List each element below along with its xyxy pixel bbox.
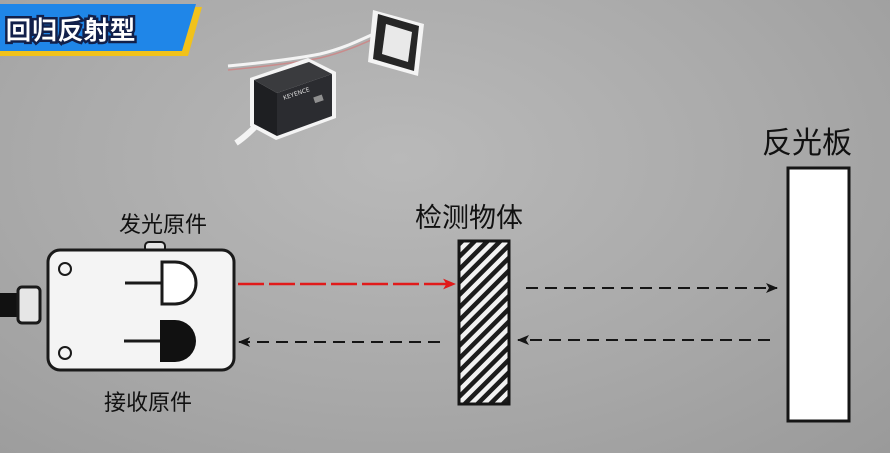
photo-sensor-top — [254, 62, 332, 93]
detected-object — [457, 239, 511, 406]
receiver-element — [160, 320, 196, 362]
emitter-element — [160, 260, 198, 306]
title-banner-blue-fill — [0, 4, 196, 51]
sensor-screw-bottom — [58, 346, 72, 360]
diagram-title: 回归反射型 — [3, 14, 137, 48]
reflector-label: 反光板 — [762, 126, 852, 161]
sensor-cable-gland — [16, 285, 42, 325]
photo-cable — [227, 30, 379, 68]
product-photo: KEYENCE — [227, 10, 424, 146]
photo-beam-line — [227, 35, 381, 71]
sensor-body — [46, 248, 236, 372]
sensor-diagram — [0, 241, 236, 372]
photo-sensor-indicator — [313, 94, 324, 104]
receiver-label: 接收原件 — [104, 391, 193, 416]
photo-sensor-side — [254, 80, 277, 136]
sensor-screw-top — [58, 262, 72, 276]
emitter-label: 发光原件 — [119, 213, 208, 238]
reflector-plate — [786, 166, 851, 423]
photo-sensor-front — [277, 74, 332, 136]
title-banner — [0, 4, 202, 56]
detected-object-label: 检测物体 — [415, 203, 523, 234]
sensor-cable-stub — [0, 293, 18, 317]
photo-reflector-face — [382, 24, 412, 62]
